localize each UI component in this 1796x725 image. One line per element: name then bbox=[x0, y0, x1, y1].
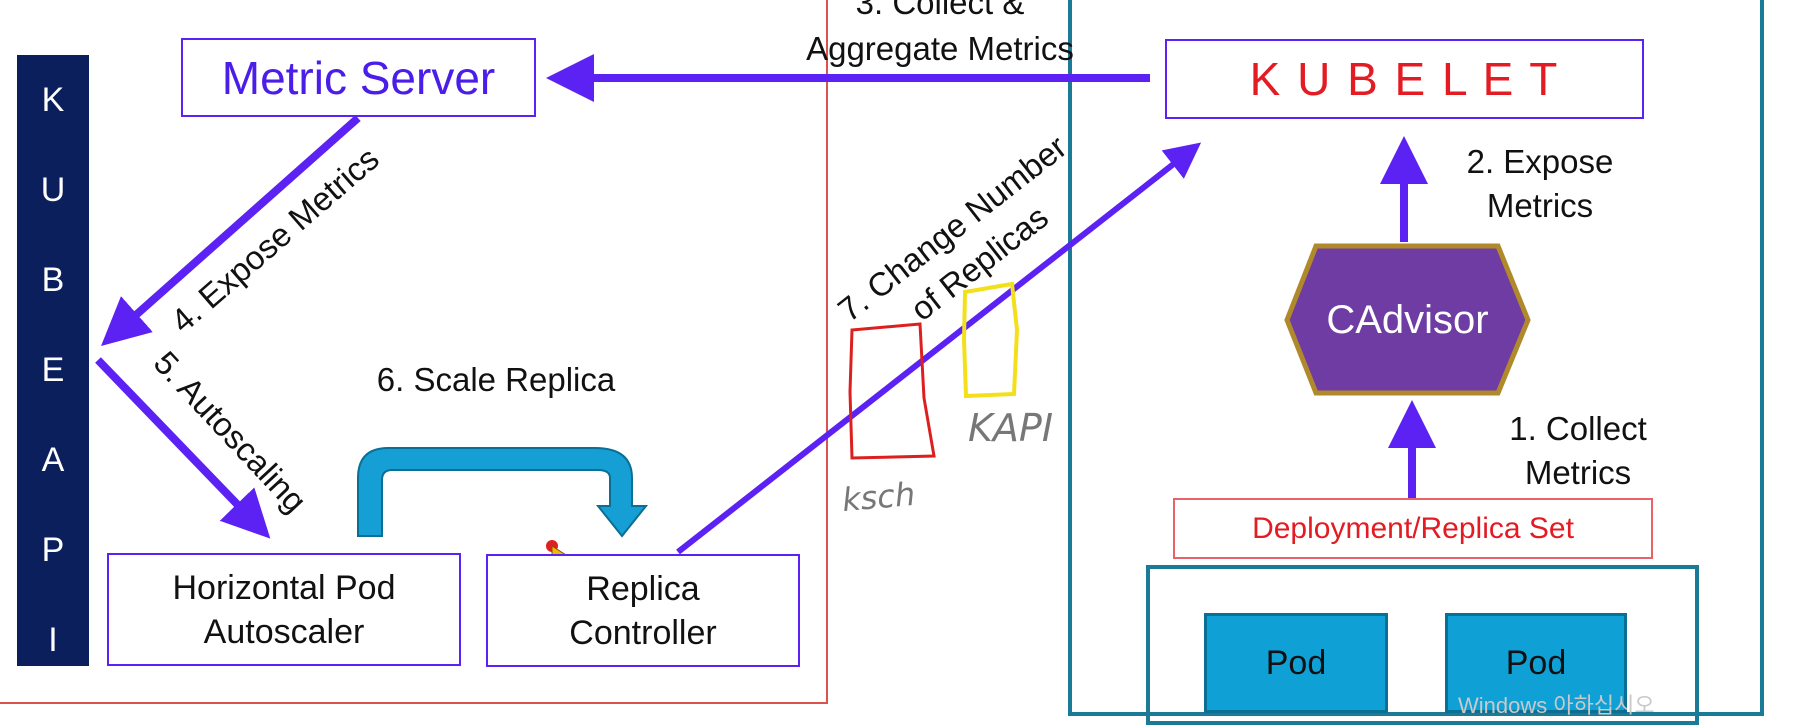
kubeapi-letter: A bbox=[41, 441, 65, 479]
kubeapi-bar: K U B E A P I bbox=[17, 55, 89, 666]
handdrawn-red-rect bbox=[848, 322, 936, 460]
cadvisor-label: CAdvisor bbox=[1326, 298, 1489, 342]
pod-label: Pod bbox=[1505, 643, 1567, 682]
pod-label: Pod bbox=[1265, 643, 1327, 682]
step-3-label: 3. Collect & Aggregate Metrics bbox=[806, 0, 1074, 67]
step-1-label: 1. Collect Metrics bbox=[1509, 410, 1647, 491]
handwritten-kapi: KAPI bbox=[968, 406, 1054, 450]
kubelet-label: K U B E L E T bbox=[1249, 53, 1560, 105]
step-2-label: 2. Expose Metrics bbox=[1466, 143, 1614, 224]
step-6-label: 6. Scale Replica bbox=[376, 361, 616, 398]
cadvisor-hexagon bbox=[1284, 243, 1531, 396]
pod-box: Pod bbox=[1204, 613, 1388, 713]
hpa-box: Horizontal Pod Autoscaler bbox=[107, 553, 461, 666]
arrow-change-replicas bbox=[676, 142, 1202, 555]
handdrawn-yellow-rect bbox=[961, 281, 1020, 399]
deployment-label: Deployment/Replica Set bbox=[1252, 511, 1574, 545]
kubeapi-letter: E bbox=[41, 351, 65, 389]
kubelet-box: K U B E L E T bbox=[1165, 39, 1644, 119]
kubeapi-letter: I bbox=[48, 621, 58, 659]
arrow-expose-metrics-4 bbox=[101, 115, 361, 346]
metric-server-label: Metric Server bbox=[221, 51, 496, 104]
deployment-box: Deployment/Replica Set bbox=[1173, 498, 1653, 559]
scale-curve-arrow bbox=[357, 447, 649, 538]
metric-server-box: Metric Server bbox=[181, 38, 536, 117]
kubeapi-letter: K bbox=[41, 81, 65, 119]
arrow-autoscaling bbox=[95, 357, 271, 539]
windows-watermark: Windows 아하십시오 bbox=[1458, 693, 1655, 718]
diagram-connectors bbox=[95, 54, 1531, 567]
left-region-frame bbox=[0, 0, 828, 704]
handwritten-ksched: ksch bbox=[840, 474, 917, 520]
kubeapi-letter: P bbox=[41, 531, 65, 569]
replica-controller-box: Replica Controller bbox=[486, 554, 800, 667]
kubeapi-letter: U bbox=[40, 171, 66, 209]
kubeapi-letter: B bbox=[41, 261, 65, 299]
replica-controller-label: Replica Controller bbox=[569, 569, 717, 652]
hpa-label: Horizontal Pod Autoscaler bbox=[172, 568, 396, 651]
